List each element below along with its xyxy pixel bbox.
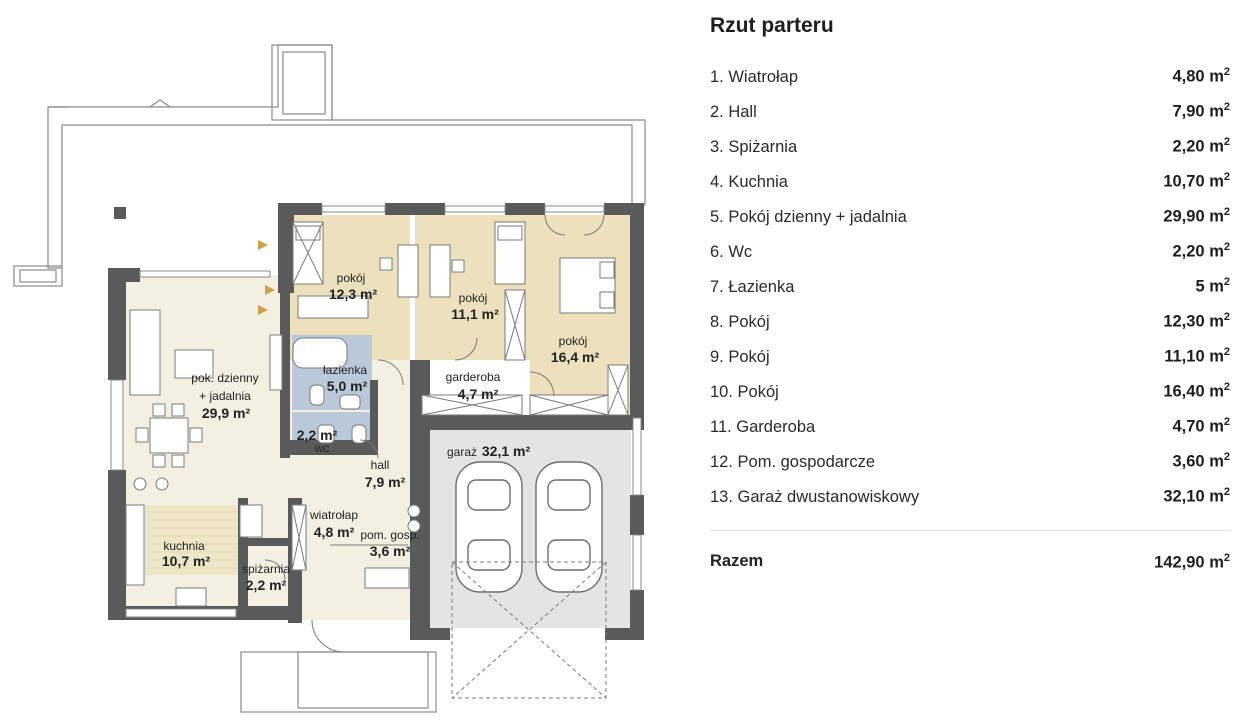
room-label-lazienka: łazienka [323, 363, 367, 377]
room-label-wc: WC [315, 444, 330, 454]
legend-row-name: 4. Kuchnia [710, 172, 788, 191]
legend-row-value: 11,10 m2 [1164, 346, 1230, 366]
room-area-lazienka: 5,0 m² [327, 378, 368, 394]
legend-row: 6. Wc 2,20 m2 [710, 241, 1230, 276]
legend-row: 5. Pokój dzienny + jadalnia 29,90 m2 [710, 206, 1230, 241]
legend-row-name: 13. Garaż dwustanowiskowy [710, 487, 920, 506]
room-label-dzienny-1: pok. dzienny [191, 371, 258, 385]
legend-row: 7. Łazienka 5 m2 [710, 276, 1230, 311]
legend-row: 9. Pokój 11,10 m2 [710, 346, 1230, 381]
legend-row-name: 10. Pokój [710, 382, 779, 401]
terrace-outline [13, 44, 646, 713]
column-marker [114, 207, 126, 219]
legend-row: 8. Pokój 12,30 m2 [710, 311, 1230, 346]
wardrobe-hatching [291, 221, 629, 571]
room-label-garaz: garaż [447, 445, 477, 459]
room-label-pokoj-2: pokój [459, 291, 488, 305]
legend-title: Rzut parteru [710, 14, 834, 37]
legend-row: 3. Spiżarnia 2,20 m2 [710, 136, 1230, 171]
legend-row-name: 9. Pokój [710, 347, 770, 366]
legend-row-value: 10,70 m2 [1163, 171, 1230, 191]
room-area-wiatrolap: 4,8 m² [314, 524, 355, 540]
room-area-dzienny: 29,9 m² [202, 405, 251, 421]
legend-rows: 1. Wiatrołap 4,80 m2 2. Hall 7,90 m2 3. Sp… [710, 66, 1230, 521]
garage-door [451, 561, 607, 699]
legend-row-value: 2,20 m2 [1172, 241, 1231, 261]
legend-total: Razem 142,90 m2 [710, 552, 1230, 573]
room-labels: pokój 12,3 m² pokój 11,1 m² pokój 16,4 m… [162, 271, 600, 593]
doors [264, 214, 605, 653]
legend-row-value: 4,70 m2 [1172, 416, 1231, 436]
room-area-wc: 2,2 m² [297, 427, 338, 443]
room-area-hall: 7,9 m² [365, 474, 406, 490]
legend-row: 4. Kuchnia 10,70 m2 [710, 171, 1230, 206]
legend-row-value: 4,80 m2 [1172, 66, 1231, 86]
legend-row-value: 3,60 m2 [1172, 451, 1231, 471]
legend-row-value: 7,90 m2 [1172, 101, 1231, 121]
legend-row-value: 2,20 m2 [1172, 136, 1231, 156]
room-area-pomgosp: 3,6 m² [370, 543, 411, 559]
room-label-hall: hall [371, 458, 390, 472]
room-label-garderoba: garderoba [446, 370, 501, 384]
windows [110, 205, 642, 618]
room-area-pokoj-3: 16,4 m² [551, 349, 600, 365]
kitchen-floor-pattern [145, 511, 240, 569]
legend-row-name: 2. Hall [710, 102, 757, 121]
total-value: 142,90 m2 [1154, 552, 1230, 572]
legend-row-value: 5 m2 [1195, 276, 1230, 296]
room-label-wiatrolap: wiatrołap [309, 508, 358, 522]
legend-row-name: 12. Pom. gospodarcze [710, 452, 876, 471]
legend-row-name: 11. Garderoba [710, 417, 816, 436]
room-area-pokoj-1: 12,3 m² [329, 286, 378, 302]
legend-row-name: 8. Pokój [710, 312, 770, 331]
room-label-dzienny-2: + jadalnia [199, 389, 251, 403]
total-label: Razem [710, 552, 764, 570]
room-label-kuchnia: kuchnia [163, 539, 205, 553]
legend-row: 12. Pom. gospodarcze 3,60 m2 [710, 451, 1230, 486]
walls [108, 203, 644, 640]
room-area-spizarnia: 2,2 m² [246, 577, 287, 593]
legend-row: 11. Garderoba 4,70 m2 [710, 416, 1230, 451]
legend-row: 2. Hall 7,90 m2 [710, 101, 1230, 136]
legend-row-value: 12,30 m2 [1163, 311, 1230, 331]
legend-row: 1. Wiatrołap 4,80 m2 [710, 66, 1230, 101]
legend-row: 13. Garaż dwustanowiskowy 32,10 m2 [710, 486, 1230, 521]
floor-plan: pokój 12,3 m² pokój 11,1 m² pokój 16,4 m… [13, 44, 646, 713]
legend-row-name: 1. Wiatrołap [710, 67, 799, 86]
legend-row-name: 5. Pokój dzienny + jadalnia [710, 207, 907, 226]
legend-row-name: 6. Wc [710, 242, 753, 261]
car-icons [455, 461, 603, 593]
legend-row-name: 7. Łazienka [710, 277, 795, 296]
legend-row-name: 3. Spiżarnia [710, 137, 798, 156]
legend-row: 10. Pokój 16,40 m2 [710, 381, 1230, 416]
room-area-garderoba: 4,7 m² [458, 386, 499, 402]
legend-divider [710, 530, 1230, 531]
steps-markers [258, 240, 275, 315]
room-label-pokoj-3: pokój [559, 334, 588, 348]
legend-row-value: 29,90 m2 [1163, 206, 1230, 226]
room-label-spizarnia: spiżarnia [242, 562, 290, 576]
room-area-garaz: 32,1 m² [482, 443, 531, 459]
legend-row-value: 16,40 m2 [1163, 381, 1230, 401]
room-label-pokoj-1: pokój [337, 271, 366, 285]
room-area-kuchnia: 10,7 m² [162, 553, 211, 569]
room-area-pokoj-2: 11,1 m² [451, 306, 499, 322]
room-label-pomgosp: pom. gosp. [360, 528, 419, 542]
legend-row-value: 32,10 m2 [1163, 486, 1230, 506]
